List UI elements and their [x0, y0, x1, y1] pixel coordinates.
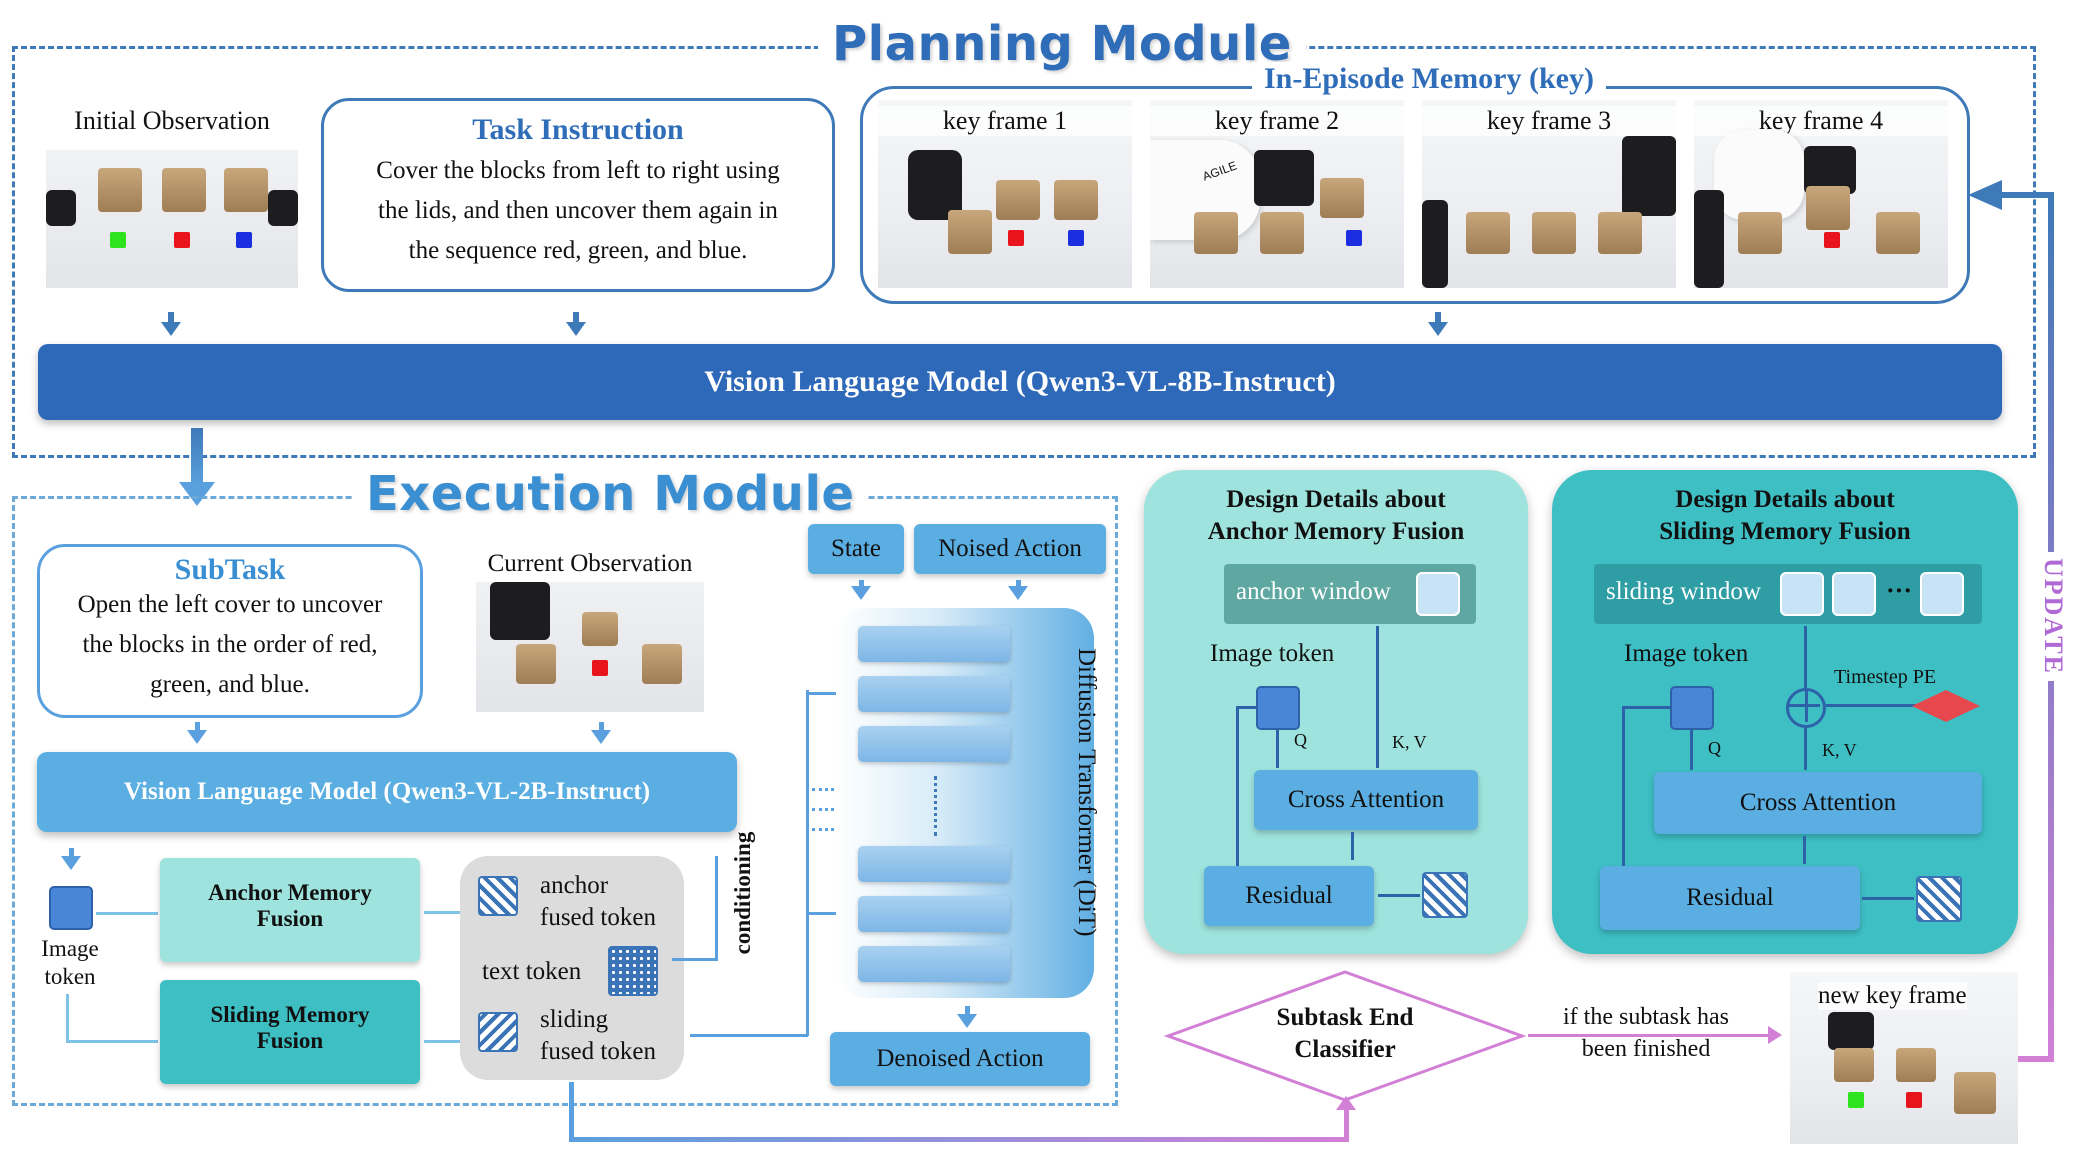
anchor-residual-label: Residual	[1245, 882, 1333, 909]
sliding-cross-attention-label: Cross Attention	[1739, 789, 1897, 816]
current-observation-label: Current Observation	[487, 550, 693, 577]
anchor-cross-attention: Cross Attention	[1254, 770, 1478, 830]
sliding-window-ellipsis: ···	[1886, 576, 1913, 605]
in-episode-memory-title: In-Episode Memory (key)	[1252, 62, 1606, 96]
update-label: UPDATE	[2038, 552, 2068, 681]
task-instruction-line-3: the sequence red, green, and blue.	[408, 237, 748, 264]
sliding-kv-label: K, V	[1822, 740, 1857, 760]
anchor-residual: Residual	[1204, 866, 1374, 926]
sliding-residual: Residual	[1600, 866, 1860, 930]
sliding-output-token	[1916, 876, 1962, 922]
new-key-frame-label: new key frame	[1818, 982, 1967, 1010]
task-instruction-box: Task Instruction Cover the blocks from l…	[321, 98, 835, 292]
sliding-window-label: sliding window	[1606, 578, 1761, 605]
vlm-execution-label: Vision Language Model (Qwen3-VL-2B-Instr…	[123, 778, 651, 805]
anchor-detail-title-2: Anchor Memory Fusion	[1207, 518, 1465, 545]
denoised-action-label: Denoised Action	[876, 1045, 1044, 1072]
anchor-memory-fusion-label-2: Fusion	[256, 906, 324, 931]
classifier-label-1: Subtask End	[1276, 1004, 1414, 1031]
image-token-label-2: token	[44, 964, 96, 989]
anchor-memory-fusion-block: Anchor Memory Fusion	[160, 858, 420, 962]
subtask-title: SubTask	[174, 553, 286, 586]
key-frame-2-image: key frame 2 AGILE	[1150, 100, 1404, 288]
sliding-image-token-square	[1670, 686, 1714, 730]
sliding-detail-title-2: Sliding Memory Fusion	[1659, 518, 1911, 545]
key-frame-3-image: key frame 3	[1422, 100, 1676, 288]
dit-block	[836, 608, 1094, 998]
classifier-condition-1: if the subtask has	[1563, 1004, 1729, 1030]
key-frame-1-image: key frame 1	[878, 100, 1132, 288]
task-instruction-line-2: the lids, and then uncover them again in	[378, 197, 778, 224]
conditioning-label: conditioning	[730, 831, 755, 955]
noised-action-label: Noised Action	[938, 535, 1082, 562]
state-label: State	[831, 535, 881, 562]
subtask-line-3: green, and blue.	[150, 671, 310, 698]
task-instruction-line-1: Cover the blocks from left to right usin…	[376, 157, 780, 184]
vlm-planning-bar: Vision Language Model (Qwen3-VL-8B-Instr…	[38, 344, 2002, 420]
anchor-fused-token	[478, 876, 518, 916]
task-instruction-title: Task Instruction	[472, 113, 684, 146]
timestep-pe-label: Timestep PE	[1834, 666, 1937, 688]
anchor-window-label: anchor window	[1236, 578, 1391, 605]
sliding-fused-token	[478, 1012, 518, 1052]
anchor-window: anchor window	[1224, 564, 1476, 624]
anchor-cross-attention-label: Cross Attention	[1287, 786, 1445, 813]
image-token-square	[49, 886, 93, 930]
key-frame-4-image: key frame 4	[1694, 100, 1948, 288]
state-block: State	[808, 524, 904, 574]
execution-module-title: Execution Module	[352, 466, 869, 522]
anchor-kv-label: K, V	[1392, 732, 1427, 752]
timestep-pe-diamond	[1912, 690, 1946, 722]
planning-module-title: Planning Module	[818, 16, 1306, 72]
initial-observation-image: Initial Observation	[46, 102, 298, 288]
classifier-label-2: Classifier	[1294, 1036, 1396, 1063]
sliding-image-token-label: Image token	[1624, 640, 1749, 667]
key-frame-3-label: key frame 3	[1422, 106, 1676, 136]
text-token-label: text token	[482, 958, 582, 985]
subtask-box: SubTask Open the left cover to uncover t…	[37, 544, 423, 718]
sliding-window: sliding window ···	[1594, 564, 1982, 624]
anchor-image-token-square	[1256, 686, 1300, 730]
vlm-planning-label: Vision Language Model (Qwen3-VL-8B-Instr…	[704, 365, 1336, 398]
subtask-line-2: the blocks in the order of red,	[82, 631, 378, 658]
key-frame-1-label: key frame 1	[878, 106, 1132, 136]
subtask-end-classifier-diamond	[1163, 970, 1527, 1102]
subtask-line-1: Open the left cover to uncover	[77, 591, 383, 618]
denoised-action-block: Denoised Action	[830, 1032, 1090, 1086]
anchor-fused-token-label-1: anchor	[540, 872, 609, 899]
sliding-memory-fusion-label-1: Sliding Memory	[210, 1002, 370, 1027]
anchor-output-token	[1422, 872, 1468, 918]
vlm-execution-bar: Vision Language Model (Qwen3-VL-2B-Instr…	[37, 752, 737, 832]
key-frame-2-label: key frame 2	[1150, 106, 1404, 136]
sliding-q-label: Q	[1708, 738, 1721, 758]
classifier-condition-2: been finished	[1581, 1036, 1711, 1062]
image-token-label-1: Image	[41, 936, 99, 961]
sliding-detail-title-1: Design Details about	[1675, 486, 1895, 513]
sliding-fused-token-label-1: sliding	[540, 1006, 609, 1033]
sliding-cross-attention: Cross Attention	[1654, 772, 1982, 834]
noised-action-block: Noised Action	[914, 524, 1106, 574]
anchor-q-label: Q	[1294, 730, 1307, 750]
sliding-residual-label: Residual	[1686, 884, 1774, 911]
initial-observation-label: Initial Observation	[74, 106, 270, 135]
sliding-memory-fusion-block: Sliding Memory Fusion	[160, 980, 420, 1084]
anchor-memory-fusion-label-1: Anchor Memory	[208, 880, 372, 905]
sliding-memory-fusion-label-2: Fusion	[256, 1028, 324, 1053]
current-observation-image: Current Observation	[476, 540, 704, 712]
anchor-detail-title-1: Design Details about	[1226, 486, 1446, 513]
dit-label: Diffusion Transformer (DiT)	[1073, 648, 1100, 937]
anchor-image-token-label: Image token	[1210, 640, 1335, 667]
new-key-frame-image: new key frame	[1790, 972, 2018, 1144]
text-token	[608, 946, 658, 996]
anchor-fused-token-label-2: fused token	[540, 904, 656, 931]
sliding-fused-token-label-2: fused token	[540, 1038, 656, 1065]
